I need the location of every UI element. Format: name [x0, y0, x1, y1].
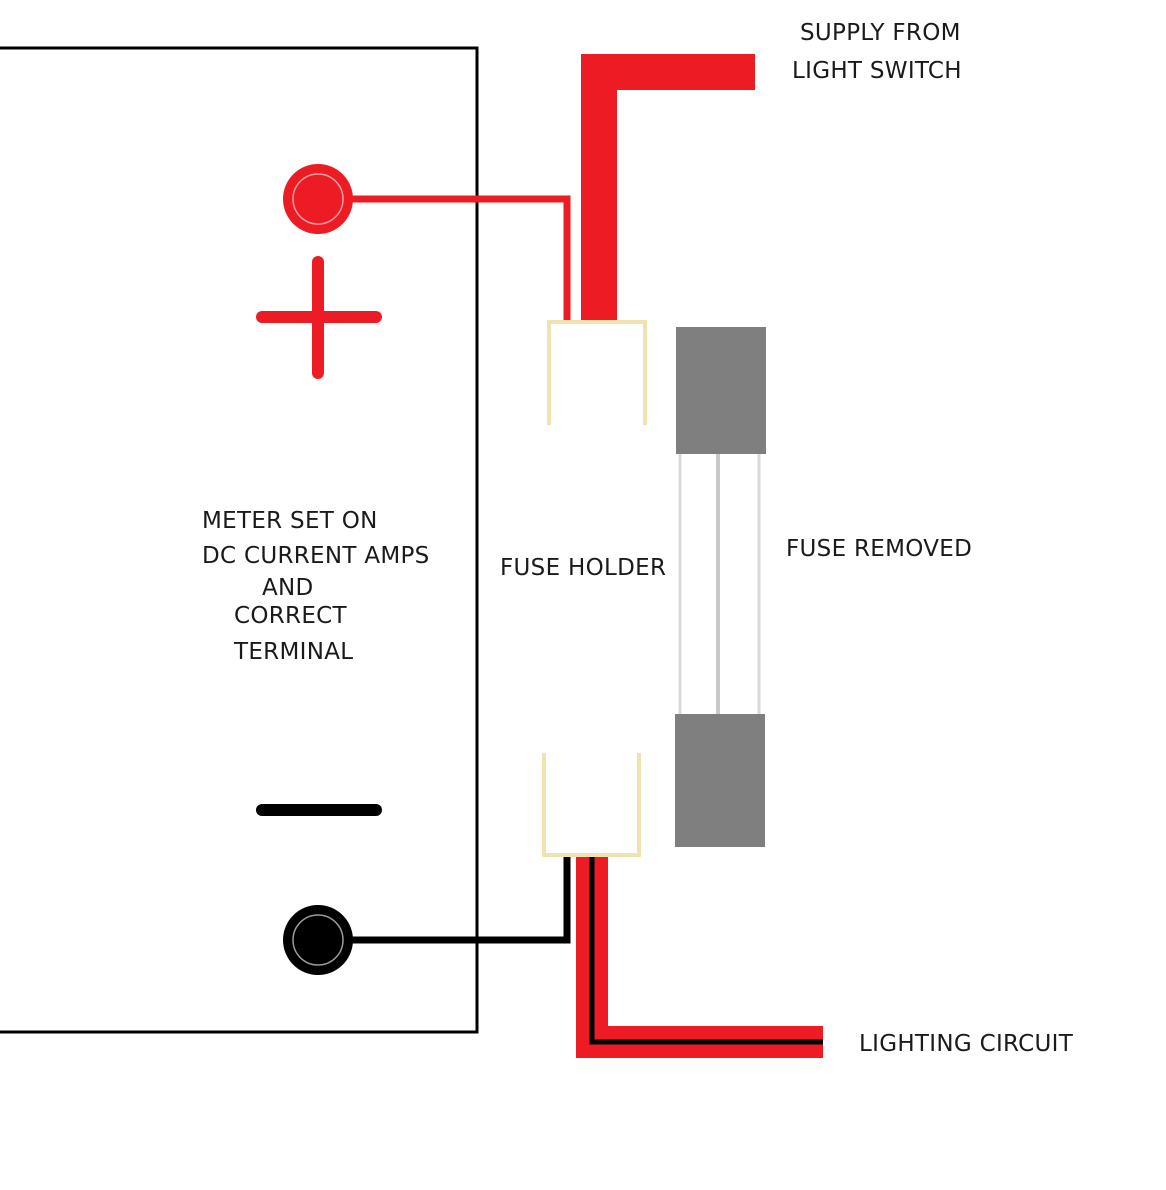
lighting-circuit-wire — [576, 855, 823, 1058]
supply-label-line1: SUPPLY FROM — [800, 20, 961, 46]
fuse-bottom-cap — [675, 714, 765, 847]
lighting-circuit-inner-wire — [589, 855, 823, 1045]
meter-label-line5: TERMINAL — [234, 639, 354, 665]
meter-body — [0, 46, 479, 1034]
meter-label-line1: METER SET ON — [202, 508, 378, 534]
fuse-holder-top-clip — [547, 320, 647, 425]
supply-wire — [581, 54, 755, 322]
negative-terminal-ring — [292, 914, 344, 966]
fuse-holder-label: FUSE HOLDER — [500, 555, 667, 581]
meter-label-line2: DC CURRENT AMPS — [202, 543, 430, 569]
meter-label-line3: AND — [262, 575, 314, 601]
lighting-circuit-label: LIGHTING CIRCUIT — [859, 1031, 1074, 1057]
fuse-holder-bottom-clip — [542, 753, 641, 857]
plus-sign — [256, 256, 382, 379]
meter-label-line4: CORRECT — [234, 603, 347, 629]
positive-terminal-ring — [292, 173, 344, 225]
removed-fuse — [675, 327, 766, 847]
supply-label-line2: LIGHT SWITCH — [792, 58, 962, 84]
negative-test-lead — [352, 855, 571, 944]
fuse-removed-label: FUSE REMOVED — [786, 536, 973, 562]
fuse-top-cap — [676, 327, 766, 454]
positive-test-lead — [352, 195, 571, 322]
